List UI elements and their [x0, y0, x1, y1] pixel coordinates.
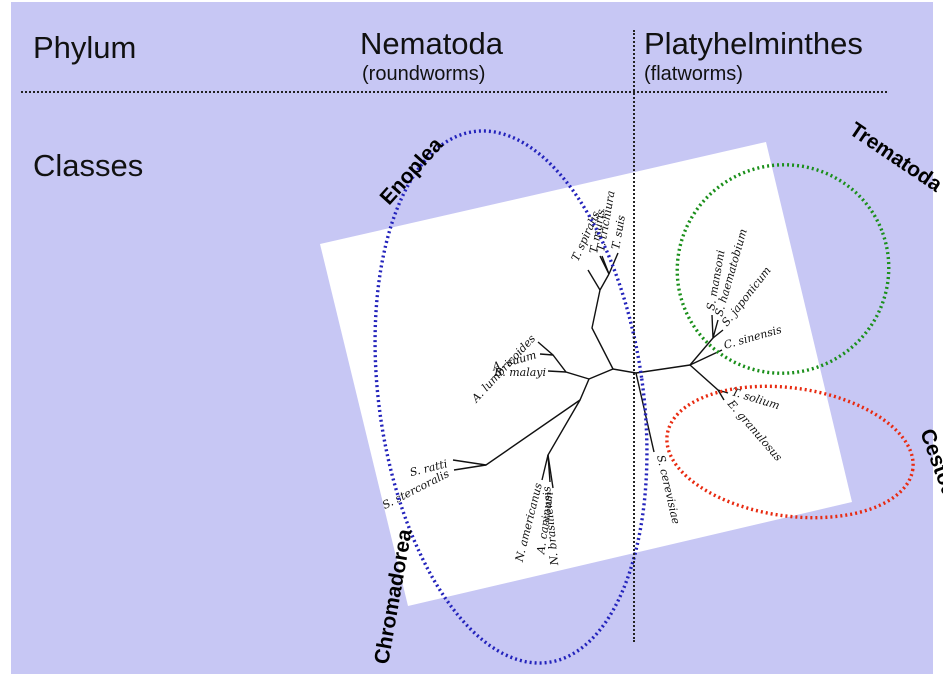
taxon-t-suis: T. suis: [609, 214, 628, 251]
tree-panel: [320, 142, 852, 606]
taxon-b-malayi: B. malayi: [493, 366, 546, 379]
branch-b-malayi: [547, 370, 567, 373]
branch-s-haematobium: [712, 319, 719, 339]
branch-a-suum: [539, 353, 554, 356]
phylum-nematoda-common: (roundworms): [362, 63, 486, 85]
branch-strongylid-group: [547, 378, 590, 483]
branch-s-japonicum: [712, 329, 724, 339]
class-label-trematoda: Trematoda: [845, 118, 943, 197]
branch-s-cerevisiae: [635, 372, 655, 453]
phylum-platyhelminthes-common: (flatworms): [644, 63, 743, 85]
phylum-divider-vertical: [633, 30, 635, 642]
branch-e-granulosus: [717, 389, 725, 401]
branch-backbone: [588, 364, 691, 380]
branch-t-suis: [608, 252, 619, 275]
branch-trichinella-group: [591, 273, 614, 370]
phylum-platyhelminthes-name: Platyhelminthes: [644, 26, 863, 61]
class-label-cestoda: Cestoda: [915, 426, 943, 512]
branch-a-caninum: [547, 454, 554, 489]
branch-ascarid-group: [537, 341, 590, 380]
phylum-divider-horizontal: [21, 91, 887, 93]
trematoda-class-ring: [675, 163, 891, 375]
tree-branches: [452, 252, 729, 489]
classes-label: Classes: [33, 148, 144, 183]
nematoda-class-ring: [373, 129, 649, 665]
phylum-label: Phylum: [33, 30, 137, 65]
branch-t-trichiura: [601, 255, 610, 275]
branch-n-americanus: [541, 454, 549, 481]
branch-t-spiralis: [587, 269, 601, 291]
phylum-nematoda-name: Nematoda: [360, 26, 504, 61]
cestoda-class-ring: [665, 384, 915, 520]
class-label-enoplea: Enoplea: [376, 133, 448, 209]
branch-s-stercoralis: [453, 464, 487, 471]
